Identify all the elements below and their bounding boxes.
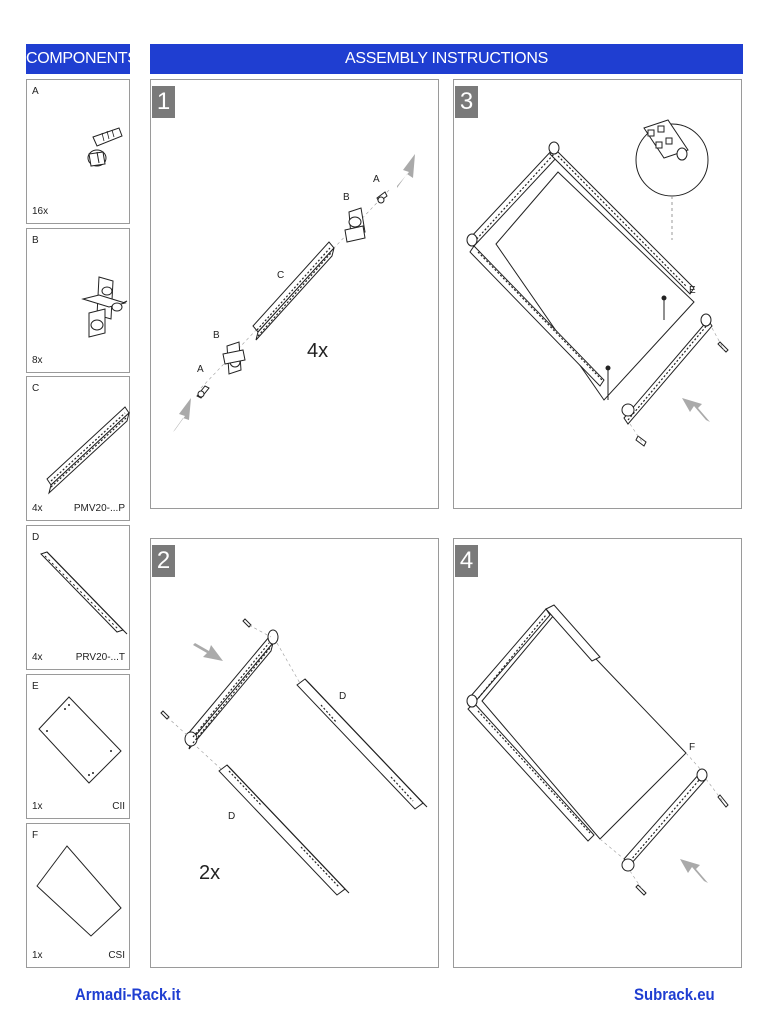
step-4-diagram (466, 604, 729, 896)
component-qty: 16x (32, 206, 49, 217)
step-1-panel: 1 (150, 79, 439, 509)
components-header: COMPONENTS (26, 44, 138, 74)
label-b-top: B (343, 192, 350, 203)
label-d-top: D (339, 691, 347, 702)
footer-brand-left[interactable]: Armadi-Rack.it (75, 985, 181, 1004)
component-f-panel: F 1x CSI (26, 823, 130, 968)
step-4-panel: 4 (453, 538, 742, 968)
label-c: C (277, 270, 285, 281)
component-a-panel: A 16x (26, 79, 130, 224)
step-3-diagram (466, 119, 729, 447)
step-3-panel: 3 (453, 79, 742, 509)
step-2-panel: 2 (150, 538, 439, 968)
component-code: CSI (108, 950, 125, 961)
component-qty: 4x (32, 503, 43, 514)
component-letter: F (32, 830, 39, 841)
step-2-diagram (160, 618, 428, 896)
component-d-panel: D 4x PRV20-...T (26, 525, 130, 670)
component-letter: B (32, 235, 39, 246)
component-letter: E (32, 681, 39, 692)
label-a-bottom: A (197, 364, 204, 375)
component-c-panel: C 4x PMV20-...P (26, 376, 130, 521)
top-panel-icon (36, 845, 122, 937)
component-letter: D (32, 532, 40, 543)
component-code: PMV20-...P (73, 503, 125, 514)
component-letter: C (32, 383, 40, 394)
component-e-panel: E 1x CII (26, 674, 130, 819)
component-qty: 1x (32, 950, 43, 961)
step-number-badge: 3 (455, 86, 478, 118)
component-qty: 1x (32, 801, 43, 812)
vertical-profile-icon (46, 406, 130, 495)
horizontal-profile-icon (40, 551, 128, 635)
component-b-panel: B 8x (26, 228, 130, 373)
bottom-panel-icon (38, 696, 122, 784)
multiplier: 2x (199, 862, 221, 884)
component-letter: A (32, 86, 39, 97)
assembly-instructions-header: ASSEMBLY INSTRUCTIONS (150, 44, 743, 74)
step-number-badge: 1 (152, 86, 175, 118)
step-1-diagram (173, 154, 415, 432)
step-number-badge: 4 (455, 545, 478, 577)
corner-bracket-icon (81, 276, 128, 338)
component-code: CII (112, 801, 125, 812)
label-e: E (689, 285, 696, 296)
footer-brand-right[interactable]: Subrack.eu (634, 985, 715, 1004)
label-f: F (689, 742, 696, 753)
component-qty: 8x (32, 355, 43, 366)
screw-icon (87, 127, 123, 167)
step-number-badge: 2 (152, 545, 175, 577)
component-code: PRV20-...T (75, 652, 125, 663)
multiplier: 4x (307, 340, 329, 362)
label-a-top: A (373, 174, 380, 185)
label-b-bottom: B (213, 330, 220, 341)
component-qty: 4x (32, 652, 43, 663)
label-d-bottom: D (228, 811, 236, 822)
